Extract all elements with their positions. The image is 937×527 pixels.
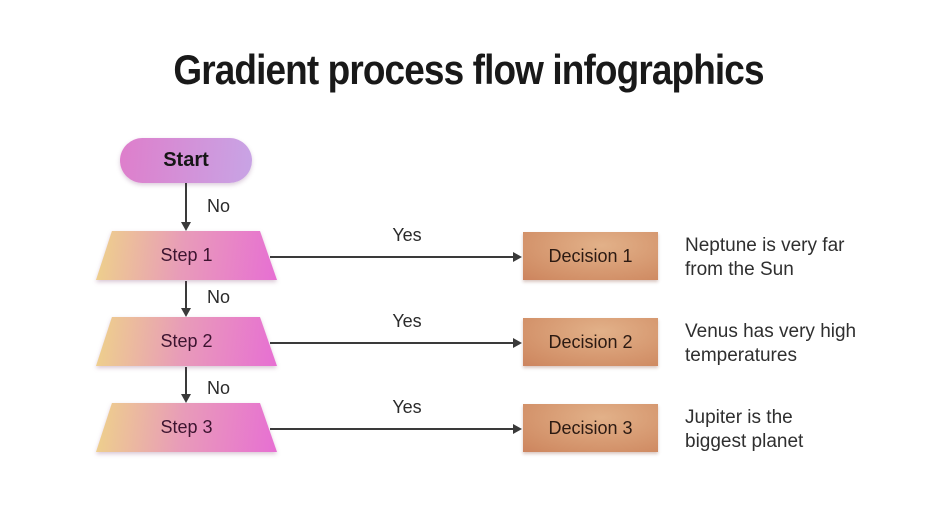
decision-1-note: Neptune is very far from the Sun xyxy=(685,234,844,282)
step-3-shape: Step 3 xyxy=(96,403,277,452)
connector-step2-to-step3 xyxy=(185,367,187,395)
note-line: Neptune is very far xyxy=(685,235,845,256)
edge-label-no-2: No xyxy=(207,287,231,307)
flow-node-step-2: Step 2 xyxy=(96,317,277,366)
edge-label-no-3: No xyxy=(207,378,231,398)
flow-node-decision-3: Decision 3 xyxy=(523,404,658,452)
arrow-right-icon xyxy=(513,338,522,348)
connector-step3-to-decision3 xyxy=(270,428,513,430)
arrow-down-icon xyxy=(181,394,191,403)
step-2-label: Step 2 xyxy=(160,331,213,351)
step-1-shape: Step 1 xyxy=(96,231,277,280)
note-line: temperatures xyxy=(685,345,797,366)
flow-node-start: Start xyxy=(120,138,252,183)
decision-3-note: Jupiter is the biggest planet xyxy=(685,406,803,454)
start-label: Start xyxy=(163,149,209,171)
connector-start-to-step1 xyxy=(185,183,187,223)
arrow-down-icon xyxy=(181,308,191,317)
flow-node-step-1: Step 1 xyxy=(96,231,277,280)
edge-label-yes-2: Yes xyxy=(392,311,422,331)
step-2-shape: Step 2 xyxy=(96,317,277,366)
step-1-label: Step 1 xyxy=(160,245,213,265)
connector-step1-to-step2 xyxy=(185,281,187,309)
note-line: biggest planet xyxy=(685,431,804,452)
note-line: from the Sun xyxy=(685,259,794,280)
arrow-down-icon xyxy=(181,222,191,231)
decision-2-note: Venus has very high temperatures xyxy=(685,320,856,368)
note-line: Venus has very high xyxy=(685,321,857,342)
flow-node-decision-2: Decision 2 xyxy=(523,318,658,366)
flow-node-decision-1: Decision 1 xyxy=(523,232,658,280)
note-line: Jupiter is the xyxy=(685,407,793,428)
decision-2-label: Decision 2 xyxy=(548,331,633,352)
connector-step2-to-decision2 xyxy=(270,342,513,344)
decision-1-label: Decision 1 xyxy=(548,245,633,266)
connector-step1-to-decision1 xyxy=(270,256,513,258)
page-title: Gradient process flow infographics xyxy=(173,46,764,93)
flow-node-step-3: Step 3 xyxy=(96,403,277,452)
decision-3-label: Decision 3 xyxy=(548,417,633,438)
step-3-label: Step 3 xyxy=(160,417,213,437)
edge-label-no-1: No xyxy=(207,196,231,216)
edge-label-yes-3: Yes xyxy=(392,397,422,417)
edge-label-yes-1: Yes xyxy=(392,225,422,245)
arrow-right-icon xyxy=(513,252,522,262)
arrow-right-icon xyxy=(513,424,522,434)
